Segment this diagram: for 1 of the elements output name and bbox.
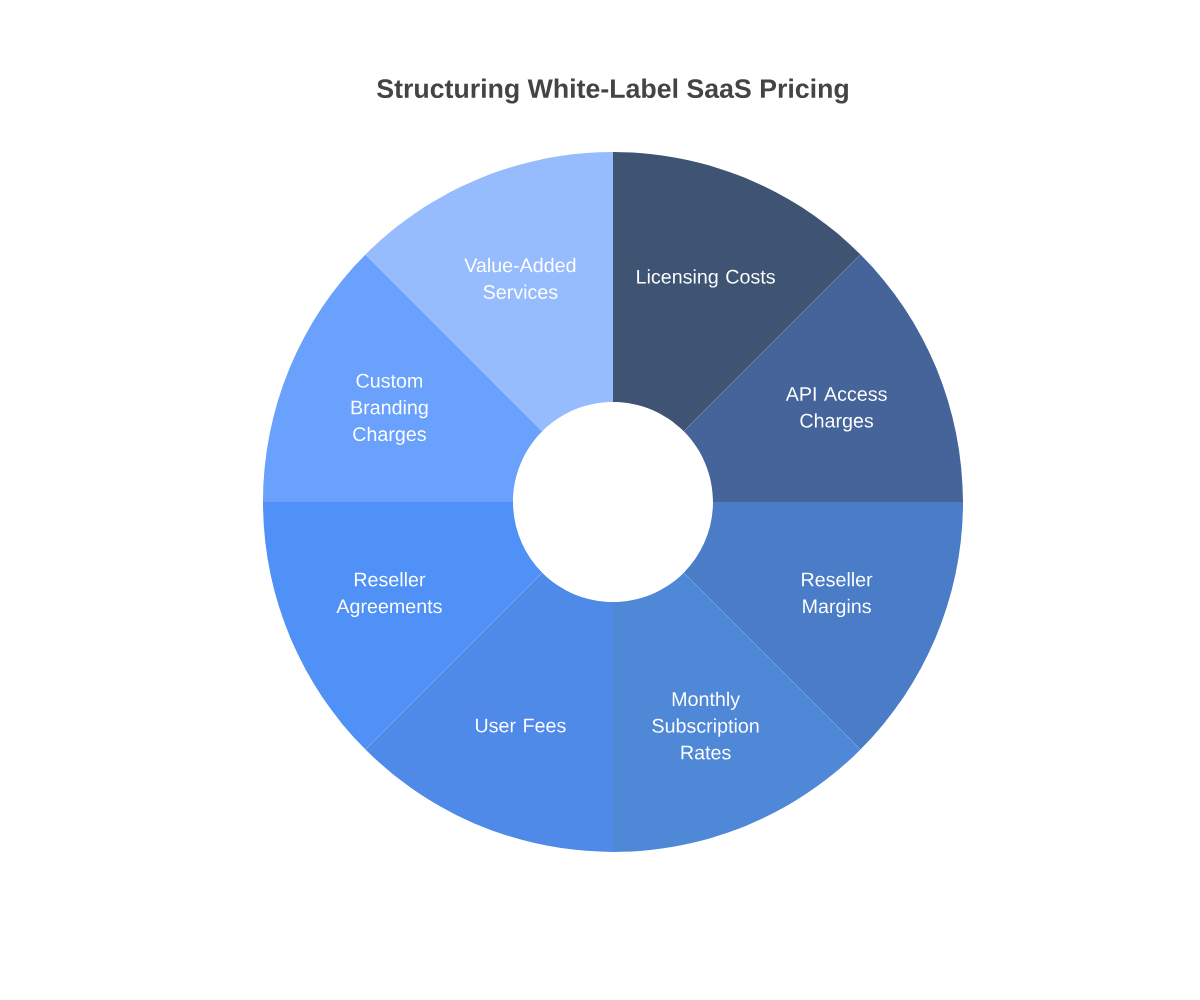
title: Structuring White-Label SaaS Pricing (377, 78, 848, 104)
